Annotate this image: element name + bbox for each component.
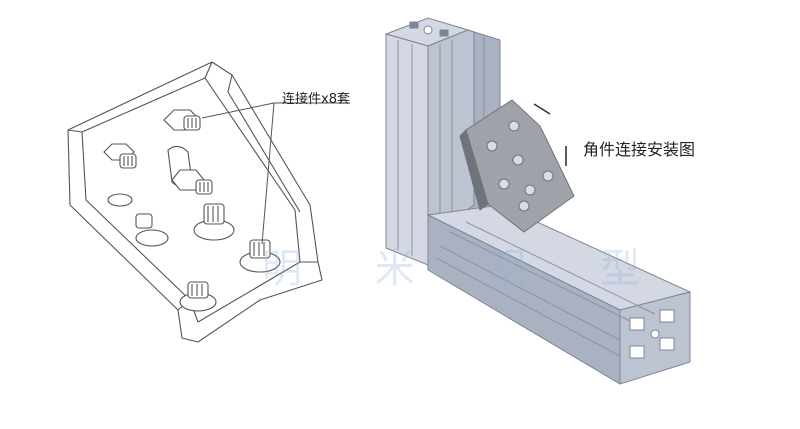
caption-leader [533,103,567,166]
horizontal-profile [426,204,692,385]
connector-1 [163,109,201,131]
connector-count-label: 连接件x8套 [282,92,350,107]
connector-7 [135,213,169,247]
aluminum-profile-assembly [384,17,692,385]
callout-leader [201,102,350,245]
connector-set [103,109,281,312]
connector-5 [239,239,281,273]
connector-8 [107,193,133,207]
watermark: 明 米 铝 型 [262,246,671,292]
connector-3 [171,169,213,195]
connector-4 [193,203,235,241]
corner-bracket [459,99,575,233]
assembly-caption: 角件连接安装图 [583,140,696,159]
connector-6 [179,281,217,312]
connector-2 [103,143,137,169]
